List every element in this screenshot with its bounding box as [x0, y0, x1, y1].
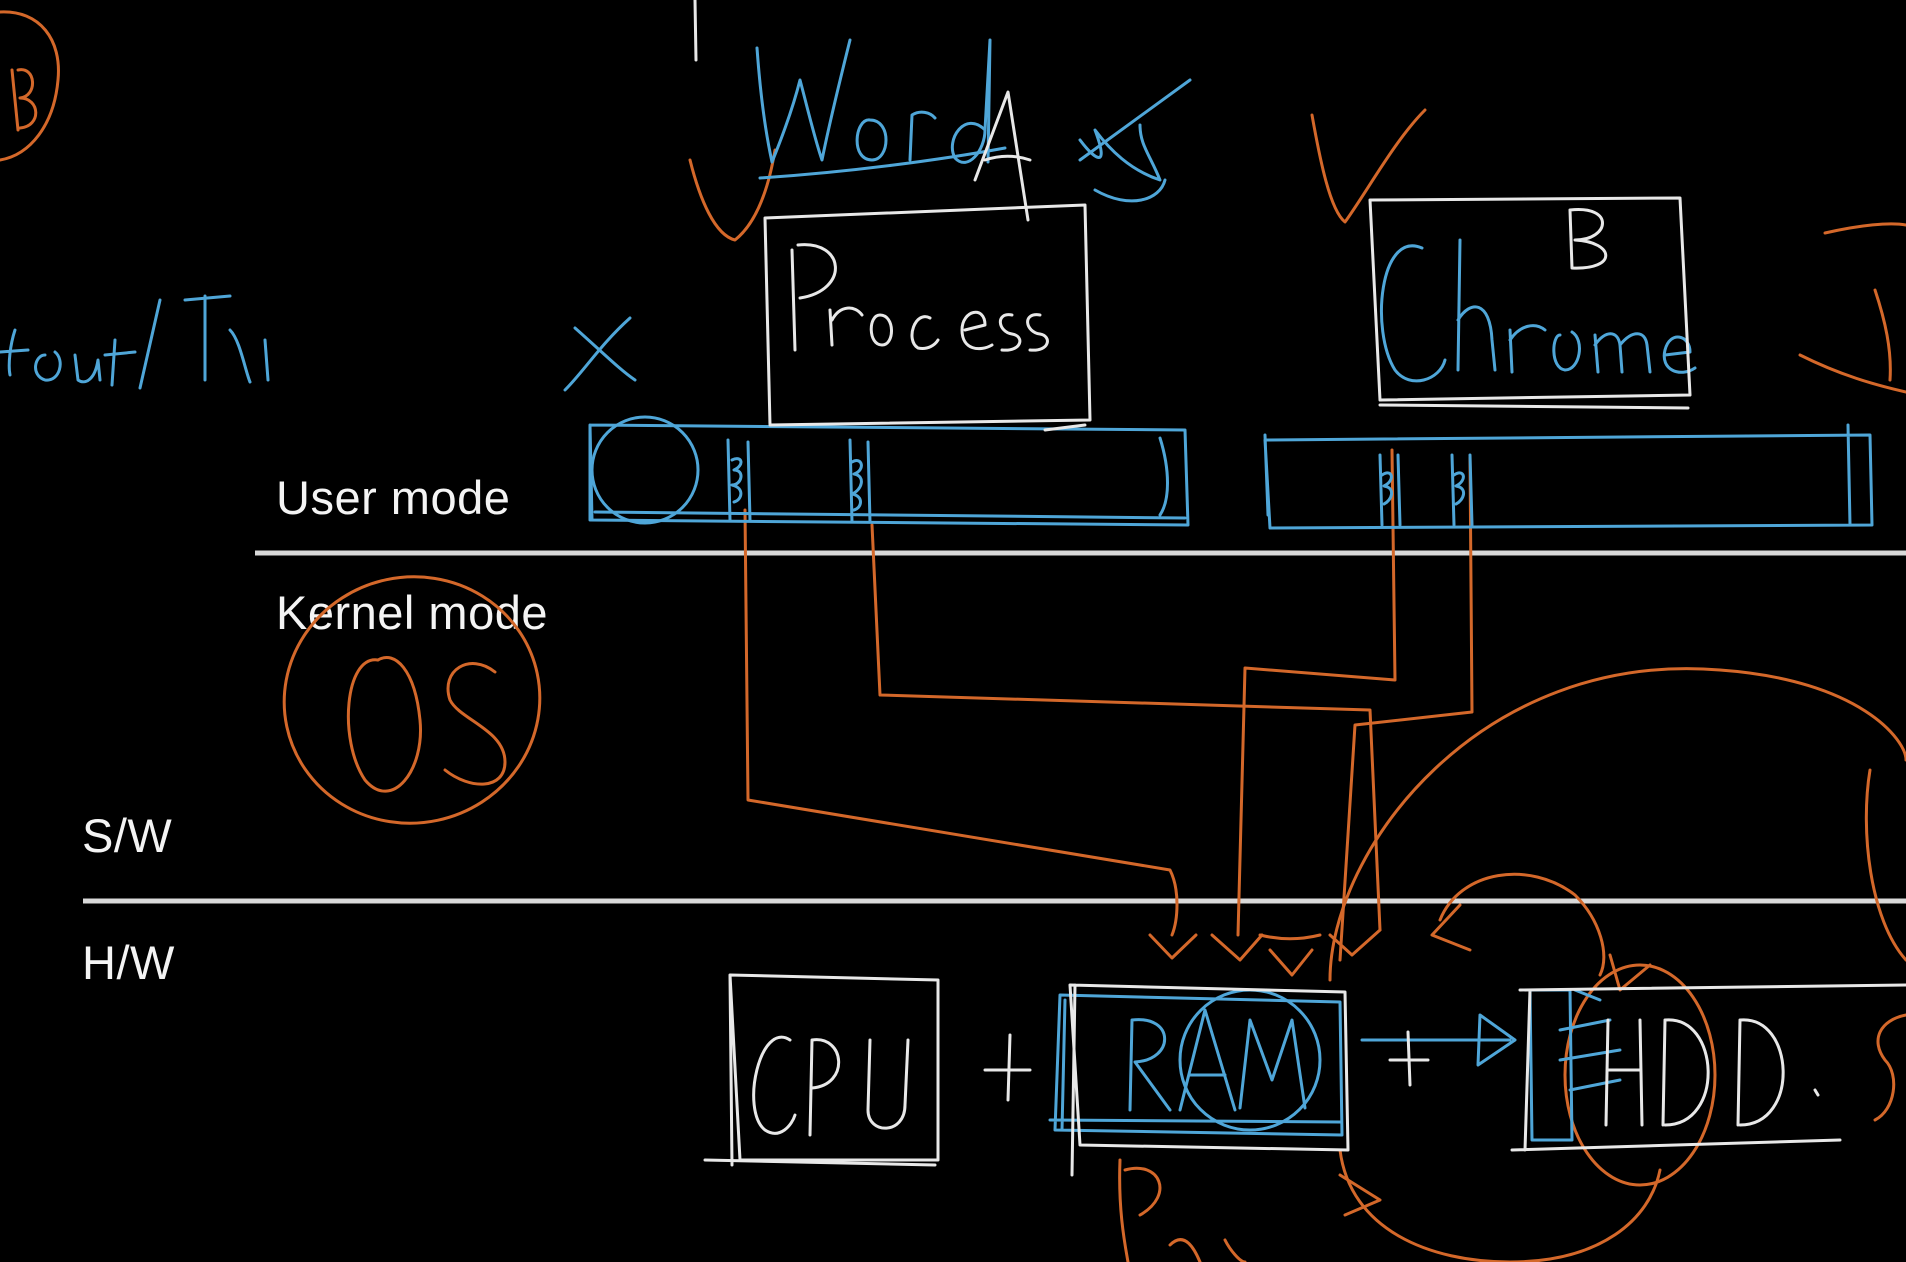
ram-letters-blue — [1128, 1008, 1307, 1112]
os-letter-o — [346, 656, 422, 793]
check-mark-chrome — [1310, 108, 1427, 224]
ram-arrowhead-3 — [1258, 933, 1322, 977]
word-handwriting — [755, 38, 992, 164]
check-mark-word — [688, 148, 777, 242]
ram-arrowhead-4 — [1328, 928, 1382, 957]
swap-arrow-left — [1430, 903, 1472, 952]
right-edge-mark-top — [1823, 222, 1906, 235]
os-circle — [282, 575, 542, 825]
chrome-thread-2-hatch — [1450, 453, 1474, 527]
chrome-thread-1-line — [1236, 448, 1397, 937]
word-bar-start-circle — [590, 415, 700, 525]
word-underline — [758, 146, 1007, 180]
top-tick — [693, 0, 698, 62]
ram-blue-box — [1048, 993, 1344, 1137]
out-in-handwriting — [0, 294, 270, 390]
chrome-thread-1-hatch — [1378, 453, 1402, 527]
word-thread-2-line — [870, 523, 1382, 932]
ram-arrowhead-2 — [1210, 933, 1264, 962]
word-thread-1-hatch — [726, 438, 752, 522]
letter-a-handwriting — [973, 90, 1032, 222]
paging-loop — [1338, 1148, 1662, 1262]
hdd-box — [1510, 983, 1906, 1152]
paging-arrow — [1338, 1173, 1382, 1217]
process-box — [763, 203, 1092, 432]
plus-ram-hdd — [1388, 1030, 1430, 1087]
swap-arc-right-end — [1864, 768, 1906, 962]
ram-box — [1068, 983, 1350, 1177]
process-handwriting — [790, 243, 1049, 352]
chrome-process-bar — [1263, 423, 1874, 530]
cpu-handwriting — [752, 1035, 910, 1137]
swap-arrow-right — [1608, 953, 1652, 992]
chrome-handwriting — [1379, 238, 1697, 383]
letter-b-handwriting — [1568, 208, 1607, 270]
user-mode-label: User mode — [276, 471, 511, 524]
cpu-box — [703, 973, 940, 1167]
partial-circle-topleft — [0, 10, 60, 162]
hdd-letters — [1604, 1018, 1820, 1127]
hdd-blue-box — [1528, 988, 1622, 1142]
swap-arc-hdd — [1438, 872, 1606, 977]
crossout-arrow — [1078, 78, 1192, 203]
hardware-label: H/W — [82, 936, 175, 989]
os-letter-s — [443, 662, 507, 786]
chrome-thread-2-line — [1338, 456, 1474, 962]
plus-cpu-ram — [983, 1033, 1032, 1102]
ram-to-hdd-arrow — [1360, 1013, 1517, 1067]
partial-b-topleft — [10, 68, 38, 132]
hdd-circle — [1563, 963, 1717, 1187]
word-thread-2-hatch — [848, 438, 872, 524]
paging-handwriting — [1118, 1158, 1247, 1262]
x-handwriting — [563, 316, 637, 392]
right-edge-mark-b — [1798, 288, 1906, 394]
hdd-right-scribble — [1873, 1013, 1906, 1122]
word-thread-1-line — [743, 508, 1179, 937]
swap-arc-large — [1328, 667, 1906, 982]
chrome-box — [1368, 196, 1692, 410]
software-label: S/W — [82, 809, 173, 862]
ram-arrowhead-1 — [1148, 933, 1198, 960]
